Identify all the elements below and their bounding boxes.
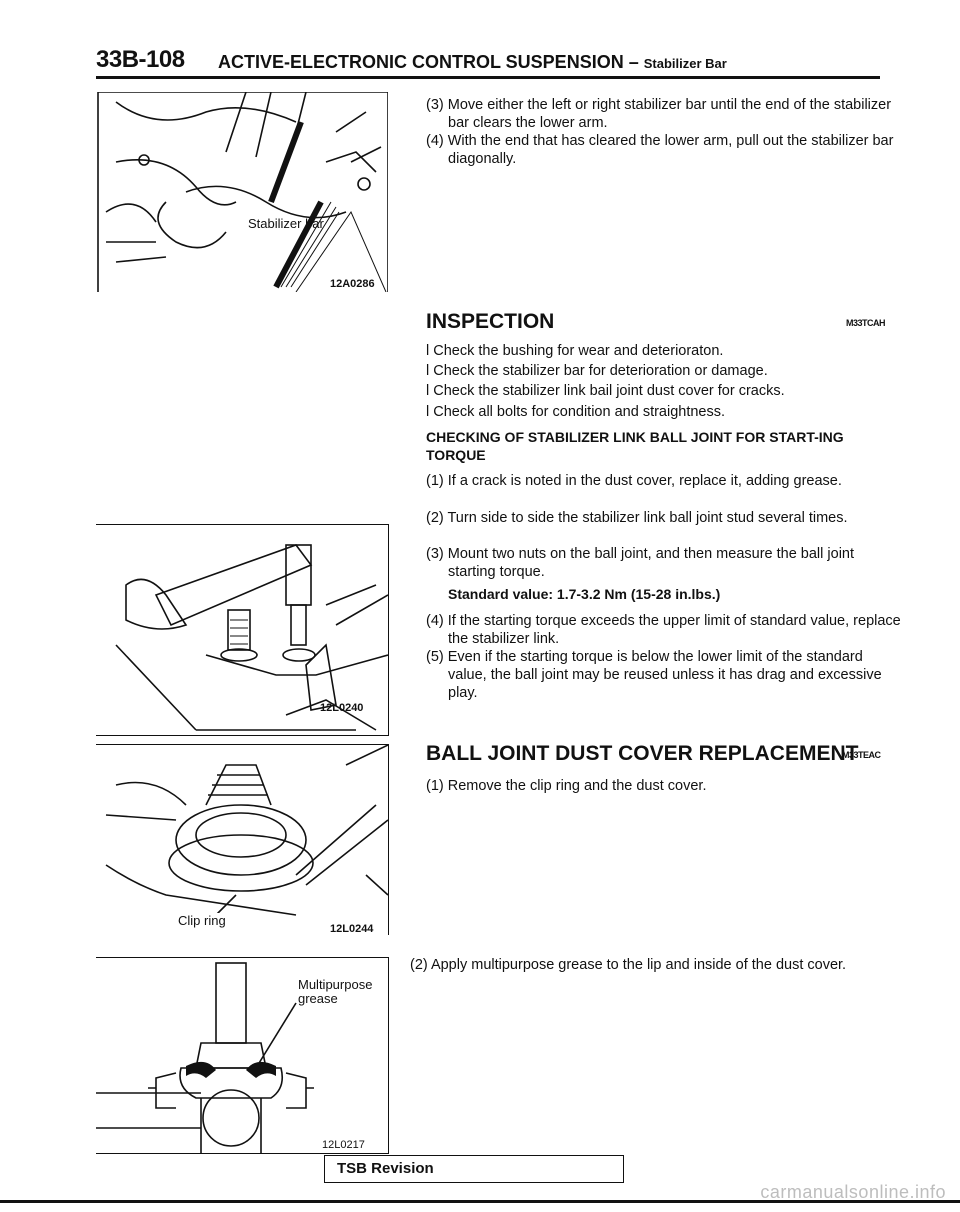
figure-code: 12A0286	[330, 278, 375, 290]
figure-label-stabilizer-bar: Stabilizer bar	[248, 216, 324, 231]
section-subtitle: Stabilizer Bar	[643, 56, 727, 71]
removal-step-3: (3) Move either the left or right stabil…	[426, 97, 892, 131]
replacement-code: M33TEAC	[842, 750, 881, 760]
figure-clip-ring: Clip ring 12L0244	[96, 744, 389, 935]
section-title-main: ACTIVE-ELECTRONIC CONTROL SUSPENSION –	[218, 52, 639, 72]
torque-measurement-icon	[115, 544, 388, 731]
inspection-step-1: (1) If a crack is noted in the dust cove…	[426, 473, 842, 489]
tsb-revision-label: TSB Revision	[337, 1160, 434, 1177]
removal-step-4: (4) With the end that has cleared the lo…	[426, 133, 894, 167]
section-title: ACTIVE-ELECTRONIC CONTROL SUSPENSION – S…	[218, 52, 727, 73]
inspection-step-4: (4) If the starting torque exceeds the u…	[426, 613, 901, 647]
figure-stabilizer-bar: Stabilizer bar 12A0286	[96, 92, 388, 292]
figure-code: 12L0217	[322, 1139, 365, 1151]
ball-joint-section-icon	[96, 962, 314, 1153]
figure-torque-measurement: 12L0240	[96, 524, 389, 736]
standard-value: Standard value: 1.7-3.2 Nm (15-28 in.lbs…	[448, 586, 721, 602]
header-rule	[96, 76, 880, 79]
inspection-heading: INSPECTION	[426, 310, 554, 334]
inspection-title: INSPECTION	[426, 310, 555, 333]
replacement-title: BALL JOINT DUST COVER REPLACEMENT	[426, 742, 859, 765]
replacement-step-1: (1) Remove the clip ring and the dust co…	[426, 778, 707, 794]
inspection-step-3: (3) Mount two nuts on the ball joint, an…	[426, 546, 855, 580]
inspection-bullet: l Check the stabilizer bar for deteriora…	[426, 363, 768, 379]
watermark: carmanualsonline.info	[760, 1182, 946, 1202]
inspection-bullet: l Check the bushing for wear and deterio…	[426, 343, 724, 359]
page-number: 33B-108	[96, 46, 185, 73]
stabilizer-bar-removal-icon	[97, 92, 388, 292]
tsb-revision-box: TSB Revision	[324, 1155, 624, 1183]
inspection-step-2: (2) Turn side to side the stabilizer lin…	[426, 510, 848, 526]
figure-ball-joint-grease: Multipurpose grease 12L0217	[96, 957, 389, 1154]
figure-code: 12L0240	[320, 702, 364, 714]
figure-label-clip-ring: Clip ring	[178, 913, 226, 928]
inspection-code: M33TCAH	[846, 318, 886, 328]
clip-ring-removal-icon	[105, 745, 388, 921]
footer-rule	[0, 1200, 960, 1203]
page-header: 33B-108 ACTIVE-ELECTRONIC CONTROL SUSPEN…	[96, 46, 876, 82]
inspection-step-5: (5) Even if the starting torque is below…	[426, 649, 882, 701]
inspection-bullet: l Check all bolts for condition and stra…	[426, 404, 726, 420]
figure-code: 12L0244	[330, 923, 374, 935]
inspection-bullet: l Check the stabilizer link bail joint d…	[426, 383, 785, 399]
replacement-heading: BALL JOINT DUST COVER REPLACEMENT	[426, 742, 858, 766]
replacement-step-2: (2) Apply multipurpose grease to the lip…	[410, 957, 847, 973]
figure-label-grease: Multipurpose grease	[298, 977, 373, 1006]
ball-joint-torque-subheading: CHECKING OF STABILIZER LINK BALL JOINT F…	[426, 429, 844, 463]
